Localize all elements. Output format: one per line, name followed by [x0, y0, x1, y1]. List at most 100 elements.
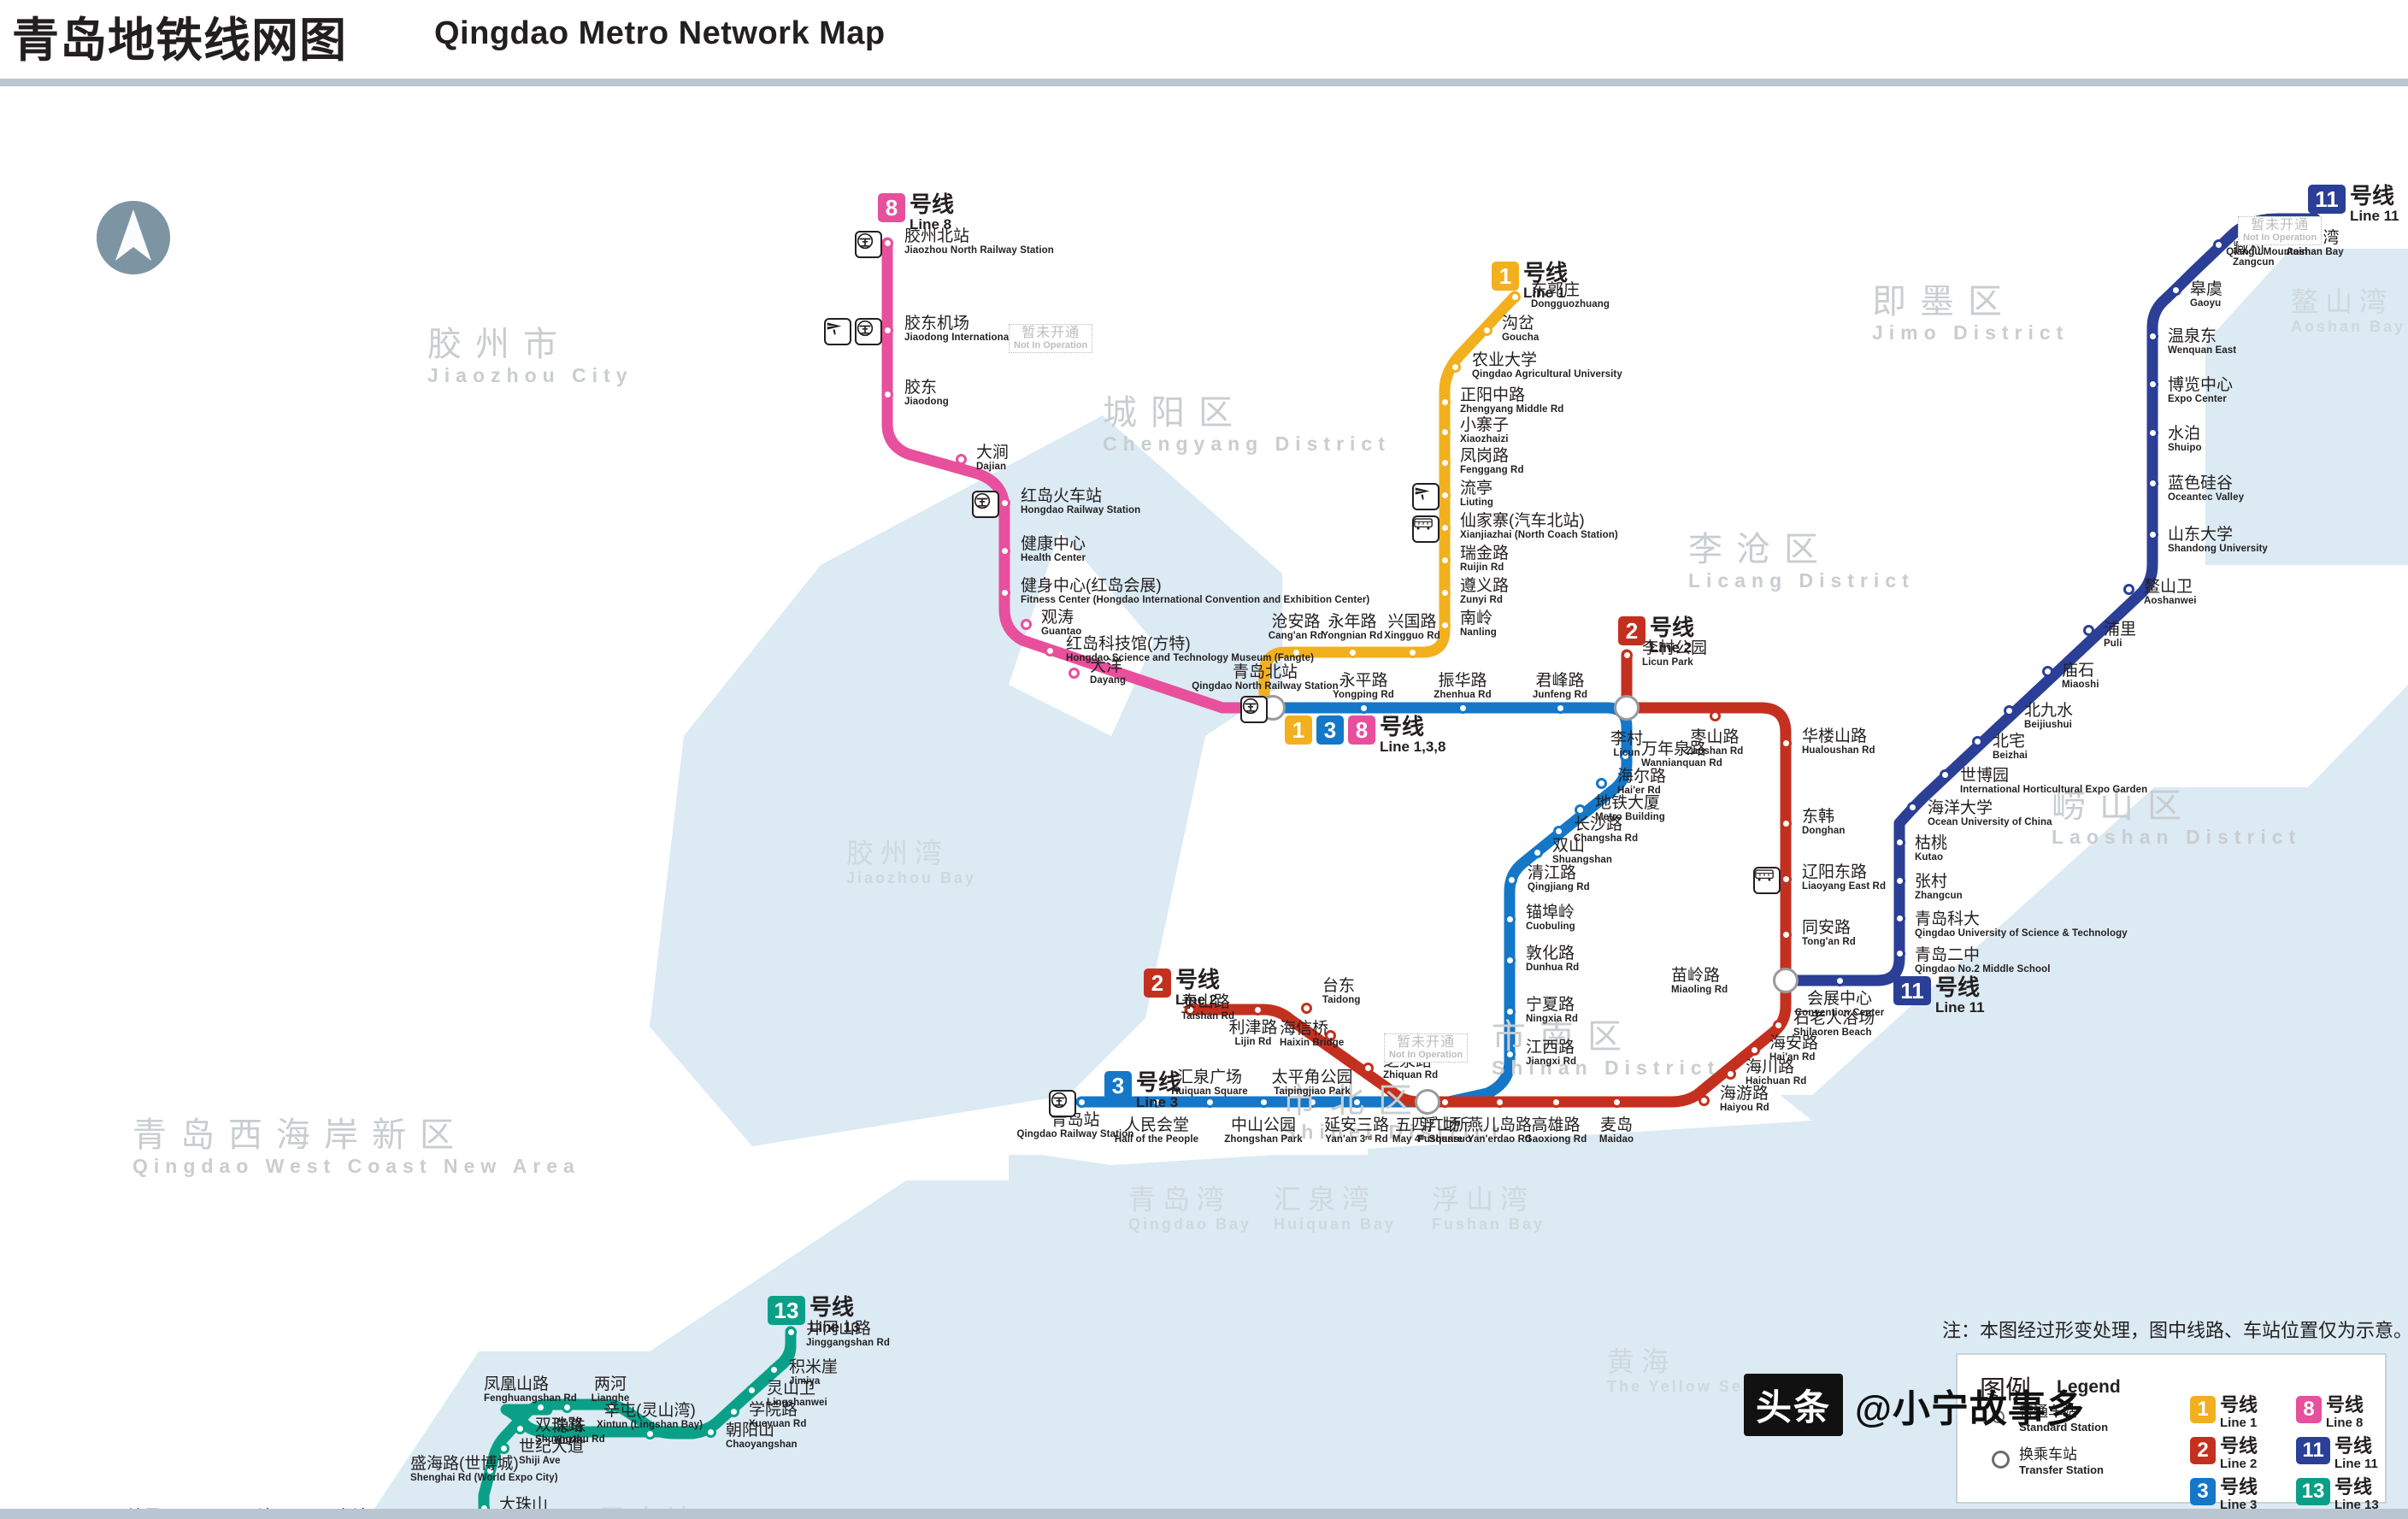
- station-label[interactable]: 健身中心(红岛会展)Fitness Center (Hongdao Intern…: [1021, 578, 1369, 605]
- station-dot[interactable]: [1554, 702, 1566, 714]
- station-dot[interactable]: [1346, 646, 1358, 658]
- station-dot[interactable]: [1780, 737, 1792, 749]
- station-dot[interactable]: [1300, 1002, 1312, 1014]
- station-dot[interactable]: [768, 1363, 780, 1375]
- station-dot[interactable]: [2146, 378, 2158, 390]
- station-dot[interactable]: [2041, 665, 2053, 677]
- interchange-station-dot[interactable]: [1614, 695, 1640, 721]
- station-dot[interactable]: [1481, 324, 1492, 336]
- station-dot[interactable]: [2003, 704, 2015, 716]
- station-dot[interactable]: [1780, 817, 1792, 829]
- station-dot[interactable]: [2146, 477, 2158, 489]
- station-dot[interactable]: [1748, 1044, 1760, 1056]
- station-dot[interactable]: [1439, 1096, 1451, 1108]
- station-dot[interactable]: [1724, 1068, 1736, 1080]
- station-dot[interactable]: [1971, 735, 1983, 747]
- station-dot[interactable]: [881, 324, 893, 336]
- station-dot[interactable]: [1257, 1096, 1269, 1108]
- station-dot[interactable]: [1550, 1096, 1562, 1108]
- station-label[interactable]: 仙家寨(汽车北站)Xianjiazhai (North Coach Statio…: [1460, 513, 1618, 540]
- station-dot[interactable]: [1531, 846, 1543, 858]
- station-dot[interactable]: [1306, 1096, 1318, 1108]
- station-dot[interactable]: [745, 1384, 757, 1396]
- station-dot[interactable]: [604, 1401, 616, 1413]
- station-dot[interactable]: [1893, 912, 1905, 924]
- station-dot[interactable]: [1439, 489, 1451, 501]
- station-dot[interactable]: [497, 1442, 509, 1454]
- station-dot[interactable]: [1406, 646, 1418, 658]
- station-dot[interactable]: [2146, 330, 2158, 342]
- station-dot[interactable]: [1509, 291, 1521, 303]
- station-dot[interactable]: [1610, 1096, 1622, 1108]
- station-dot[interactable]: [1893, 874, 1905, 886]
- station-label[interactable]: 辛屯(灵山湾)Xintun (Lingshan Bay): [573, 1403, 727, 1430]
- station-dot[interactable]: [1439, 521, 1451, 533]
- station-dot[interactable]: [2212, 238, 2224, 250]
- station-dot[interactable]: [1893, 947, 1905, 959]
- station-dot[interactable]: [1068, 667, 1080, 679]
- station-dot[interactable]: [998, 497, 1010, 509]
- station-dot[interactable]: [644, 1428, 656, 1440]
- station-dot[interactable]: [1504, 1005, 1516, 1017]
- station-dot[interactable]: [1290, 646, 1302, 658]
- station-dot[interactable]: [1504, 954, 1516, 966]
- station-dot[interactable]: [1457, 702, 1469, 714]
